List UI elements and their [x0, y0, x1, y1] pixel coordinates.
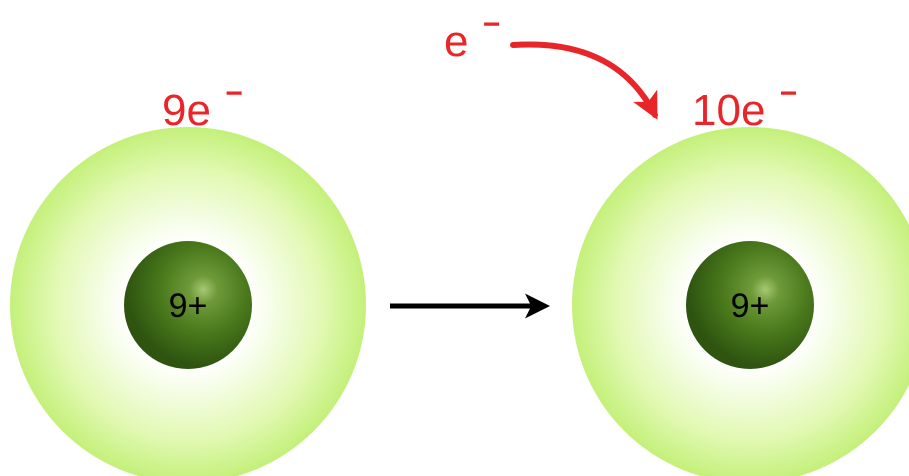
- right-nucleus: [686, 241, 814, 369]
- right-electron-count-value: 10e: [692, 86, 765, 135]
- left-nucleus: [124, 241, 252, 369]
- incoming-electron-symbol: e: [444, 17, 468, 66]
- left-nucleus-label: 9+: [169, 287, 208, 325]
- electron-gain-arrow-icon: [510, 41, 658, 120]
- left-electron-count-value: 9e: [162, 86, 211, 135]
- left-electron-charge: −: [225, 77, 243, 110]
- left-atom: 9+: [10, 127, 366, 476]
- right-nucleus-label: 9+: [731, 287, 770, 325]
- incoming-electron-charge: −: [483, 8, 501, 41]
- left-electron-count: 9e −: [162, 77, 243, 135]
- right-electron-charge: −: [780, 77, 798, 110]
- right-atom: 9+: [572, 127, 909, 476]
- incoming-electron: e −: [444, 8, 500, 66]
- right-electron-count: 10e −: [692, 77, 797, 135]
